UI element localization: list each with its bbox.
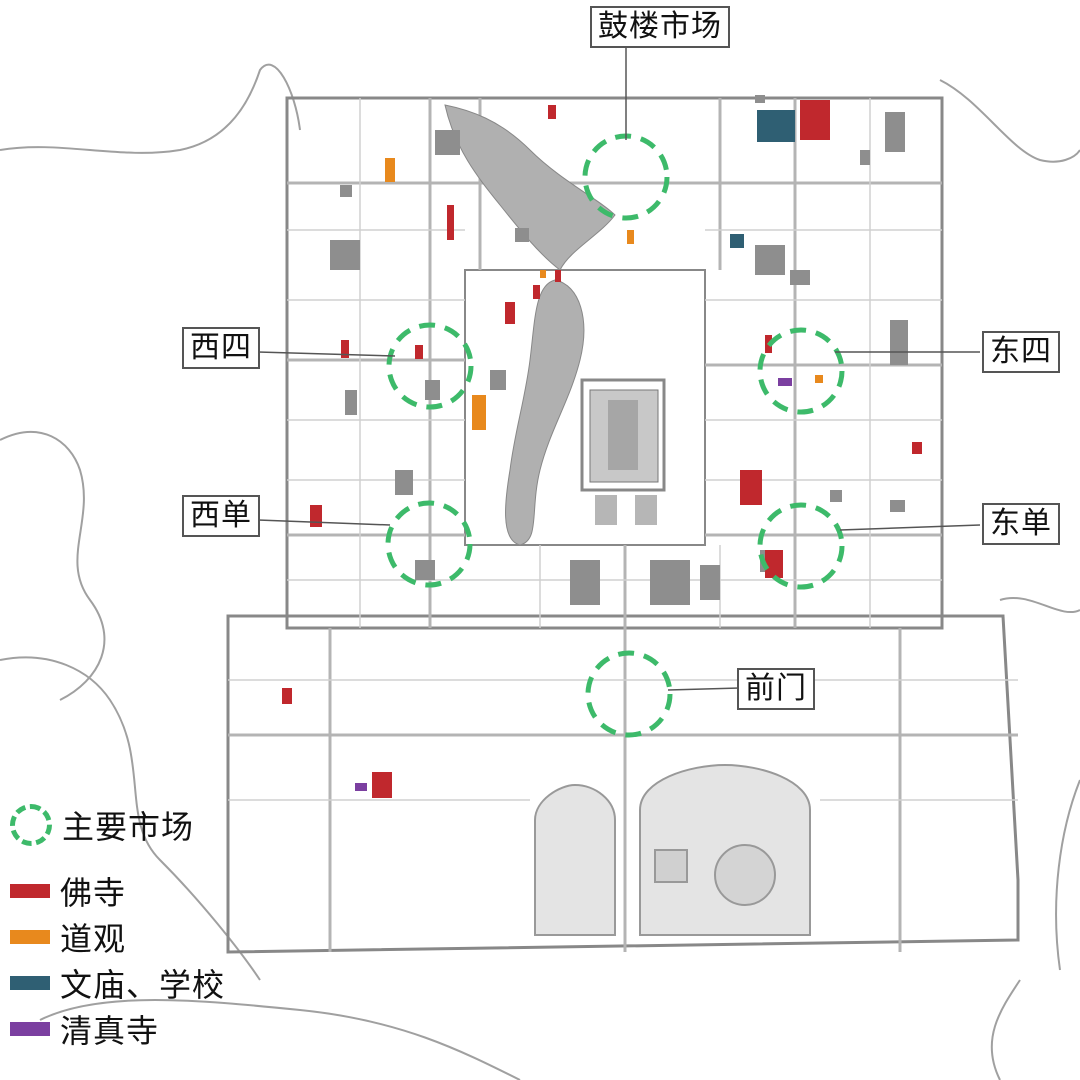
altar-west [534, 783, 616, 936]
middle-south-lake [505, 279, 585, 546]
legend-row-taoist: 道观 [10, 914, 126, 960]
market-label-qianmen: 前门 [737, 668, 815, 710]
market-label-dongdan: 东单 [982, 503, 1060, 545]
forbidden-city [589, 389, 659, 525]
legend-row-confucian: 文庙、学校 [10, 960, 225, 1006]
outer-city-wall [226, 614, 1020, 954]
legend-label: 佛寺 [60, 874, 127, 912]
legend-row-buddhist: 佛寺 [10, 868, 126, 914]
legend-swatch [10, 884, 50, 898]
legend-swatch [10, 930, 50, 944]
lakes [444, 104, 616, 546]
north-lake [444, 104, 616, 271]
market-ring-dongdan [757, 502, 845, 590]
confucian-schools [730, 110, 795, 248]
legend-swatch [10, 1022, 50, 1036]
mosques [355, 378, 792, 791]
market-ring-dongsi [757, 327, 845, 415]
altar-precincts [534, 763, 811, 936]
market-label-dongsi: 东四 [982, 331, 1060, 373]
inner-city-wall [285, 96, 944, 630]
legend-label: 清真寺 [60, 1012, 160, 1050]
city-walls [226, 96, 1020, 954]
market-ring-qianmen [585, 650, 673, 738]
imperial-city-wall [464, 269, 706, 546]
dashed-circle-icon [10, 804, 52, 846]
market-ring-xidan [385, 500, 473, 588]
river-lines [0, 63, 1080, 1080]
leader-lines [257, 48, 981, 691]
market-label-gulou: 鼓楼市场 [590, 6, 730, 48]
forbidden-city-wall [580, 378, 666, 492]
buddhist-temples [282, 100, 922, 798]
minor-streets [228, 98, 1018, 801]
road-grid [228, 98, 1018, 952]
legend-label: 主要市场 [62, 808, 195, 846]
legend-row-market: 主要市场 [10, 802, 194, 848]
market-ring-xisi [386, 322, 474, 410]
taoist-temples [385, 158, 823, 430]
market-label-xisi: 西四 [182, 327, 260, 369]
legend-swatch [10, 976, 50, 990]
legend-label: 道观 [60, 920, 127, 958]
legend-label: 文庙、学校 [60, 966, 226, 1004]
market-label-xidan: 西单 [182, 495, 260, 537]
legend-row-mosque: 清真寺 [10, 1006, 159, 1052]
